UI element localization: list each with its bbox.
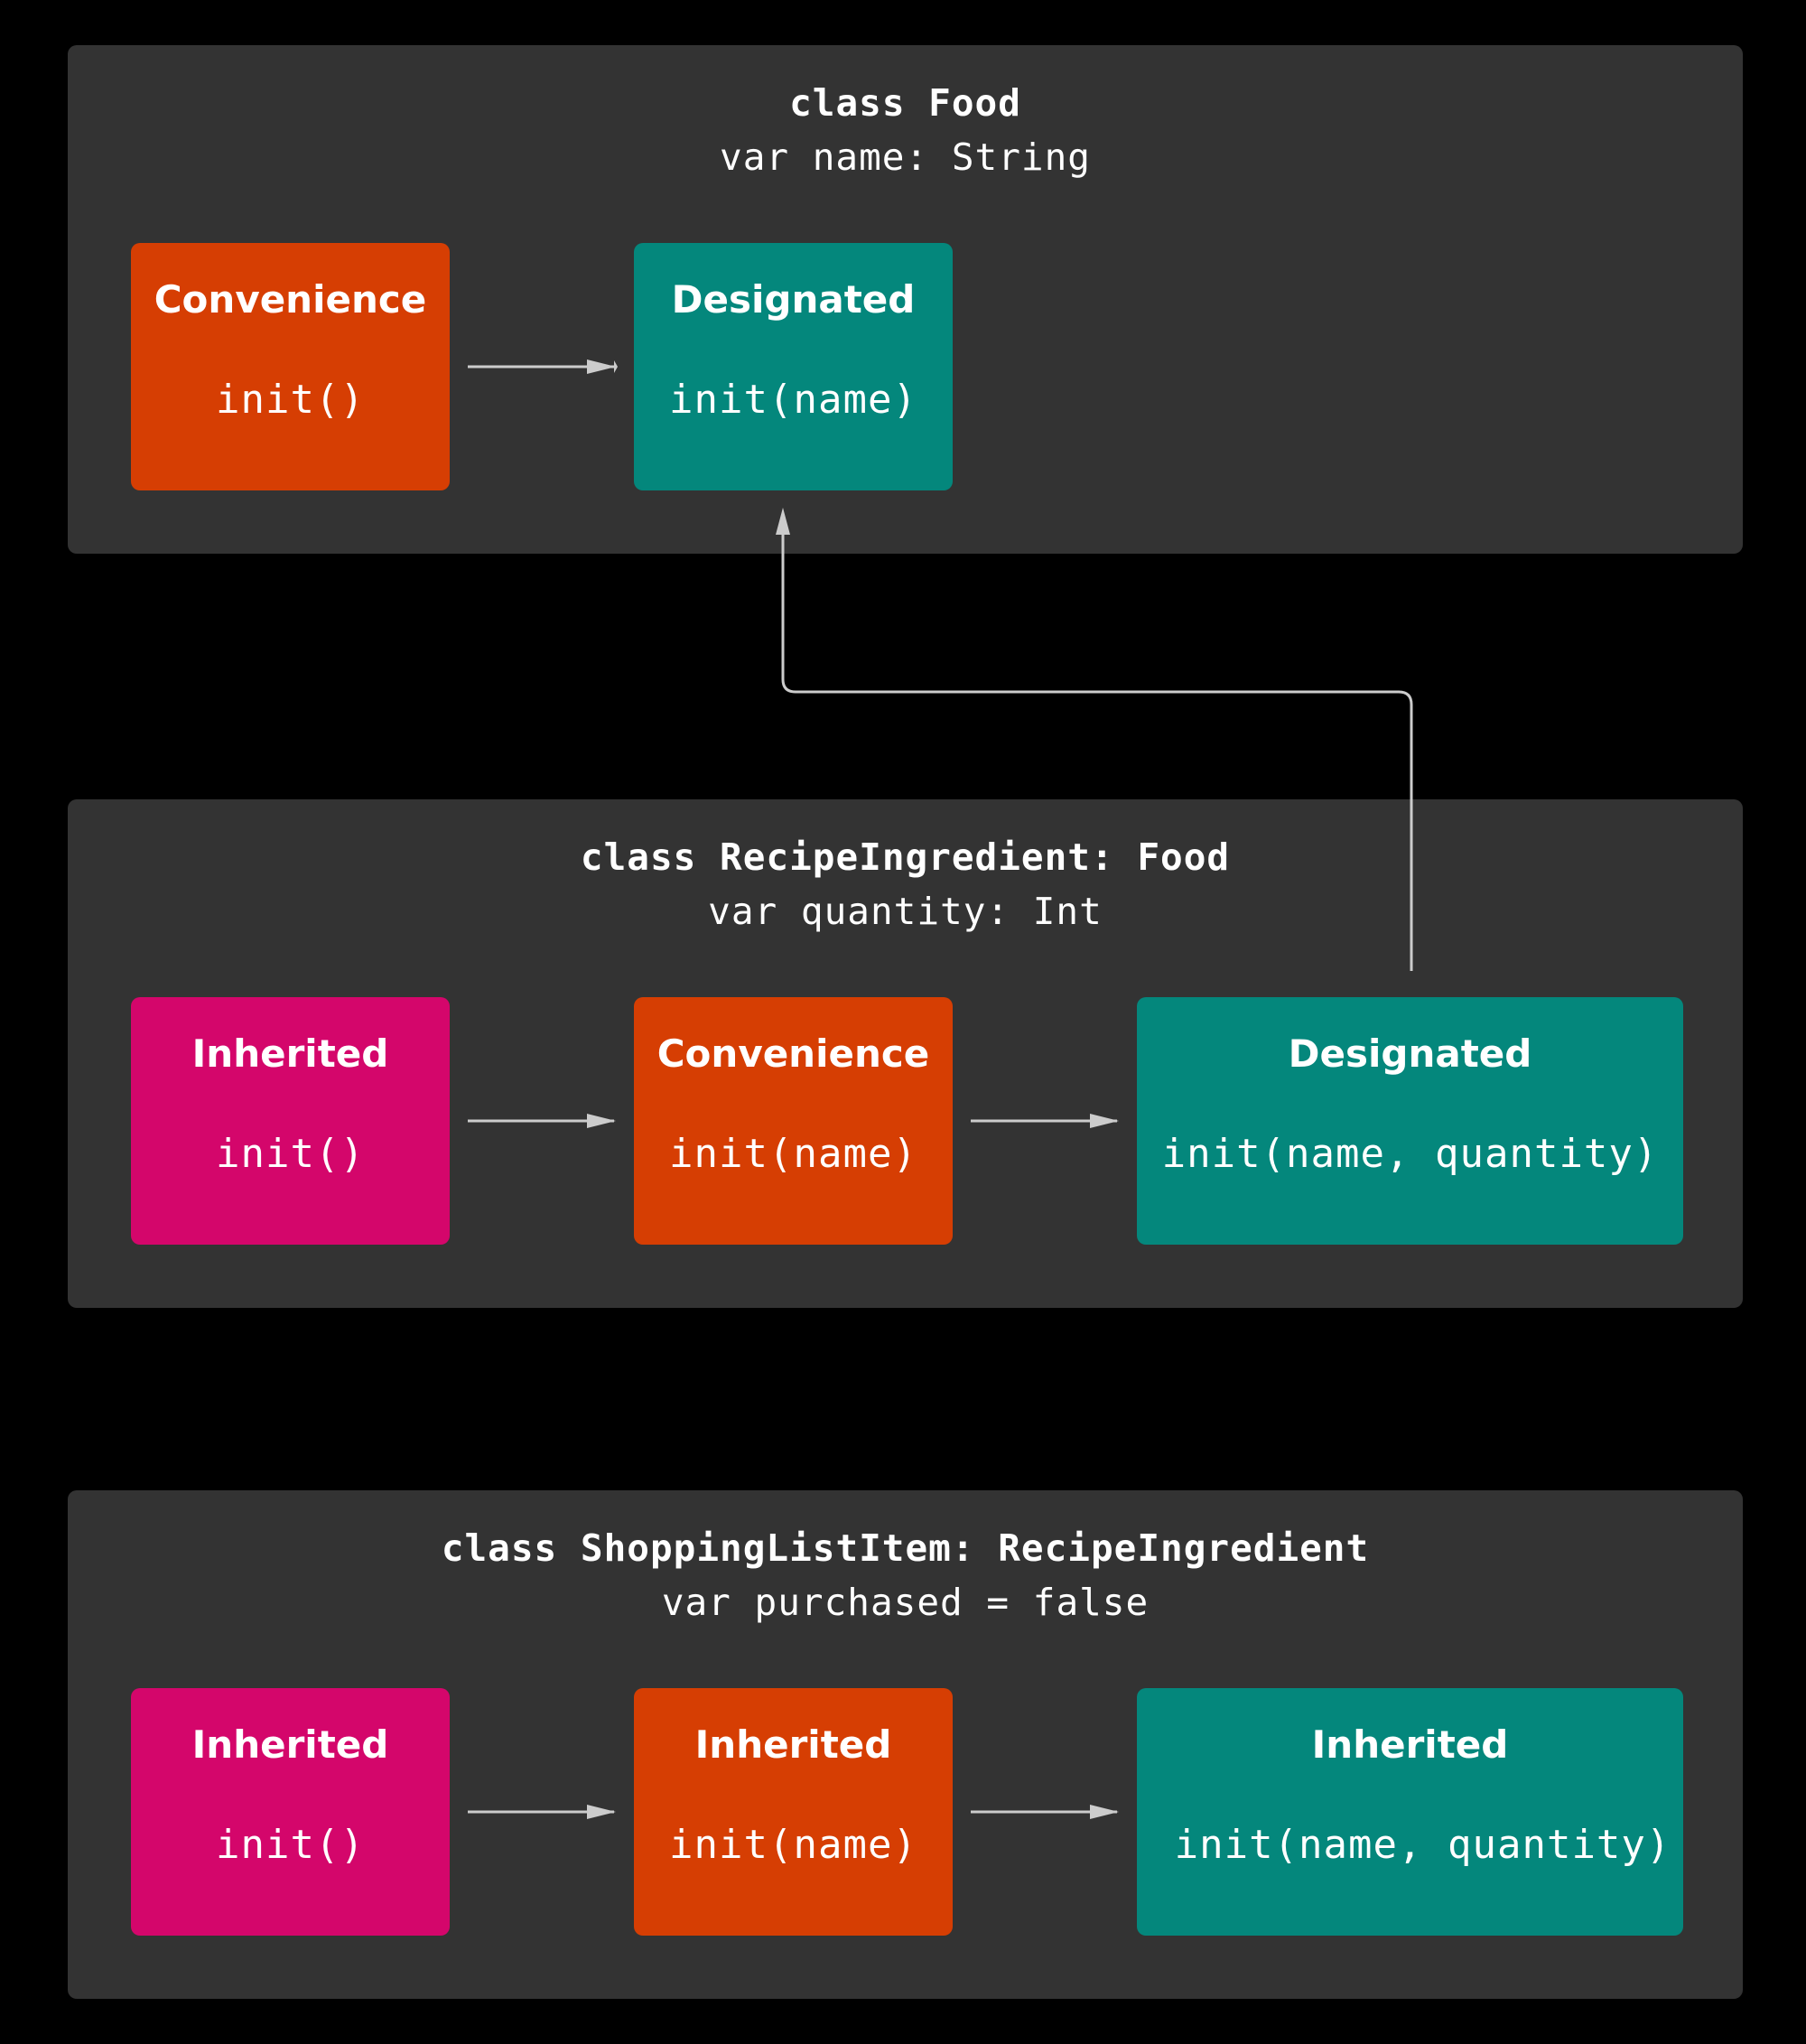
initializer-signature: init() — [216, 1822, 365, 1868]
shopping-inherited-init-name-quantity-box: Inherited init(name, quantity) — [1137, 1688, 1683, 1936]
initializer-signature: init() — [216, 1131, 365, 1177]
initializer-kind-label: Inherited — [1311, 1722, 1509, 1767]
initializer-signature: init(name) — [669, 377, 917, 423]
class-food-title: class Food — [789, 81, 1021, 125]
class-food-property: var name: String — [720, 135, 1091, 179]
initializer-signature: init(name) — [669, 1131, 917, 1177]
food-convenience-init-box: Convenience init() — [131, 243, 450, 490]
class-recipe-ingredient-title: class RecipeIngredient: Food — [580, 835, 1231, 879]
initializer-kind-label: Inherited — [191, 1722, 389, 1767]
food-designated-init-box: Designated init(name) — [634, 243, 953, 490]
initializer-kind-label: Convenience — [656, 1031, 930, 1076]
initializer-kind-label: Inherited — [191, 1031, 389, 1076]
initializer-signature: init(name, quantity) — [1174, 1822, 1671, 1868]
initializer-signature: init(name) — [669, 1822, 917, 1868]
shopping-inherited-init-box: Inherited init() — [131, 1688, 450, 1936]
shopping-inherited-init-name-box: Inherited init(name) — [634, 1688, 953, 1936]
initializer-kind-label: Convenience — [154, 277, 427, 322]
initializer-kind-label: Designated — [1288, 1031, 1532, 1076]
class-recipe-ingredient-property: var quantity: Int — [708, 890, 1103, 933]
initializer-kind-label: Designated — [671, 277, 916, 322]
initializer-signature: init() — [216, 377, 365, 423]
initializer-signature: init(name, quantity) — [1161, 1131, 1659, 1177]
initializer-kind-label: Inherited — [694, 1722, 892, 1767]
class-shopping-list-item-title: class ShoppingListItem: RecipeIngredient — [441, 1526, 1370, 1570]
class-shopping-list-item-property: var purchased = false — [661, 1581, 1150, 1624]
recipe-inherited-init-box: Inherited init() — [131, 997, 450, 1245]
recipe-convenience-init-box: Convenience init(name) — [634, 997, 953, 1245]
recipe-designated-init-box: Designated init(name, quantity) — [1137, 997, 1683, 1245]
